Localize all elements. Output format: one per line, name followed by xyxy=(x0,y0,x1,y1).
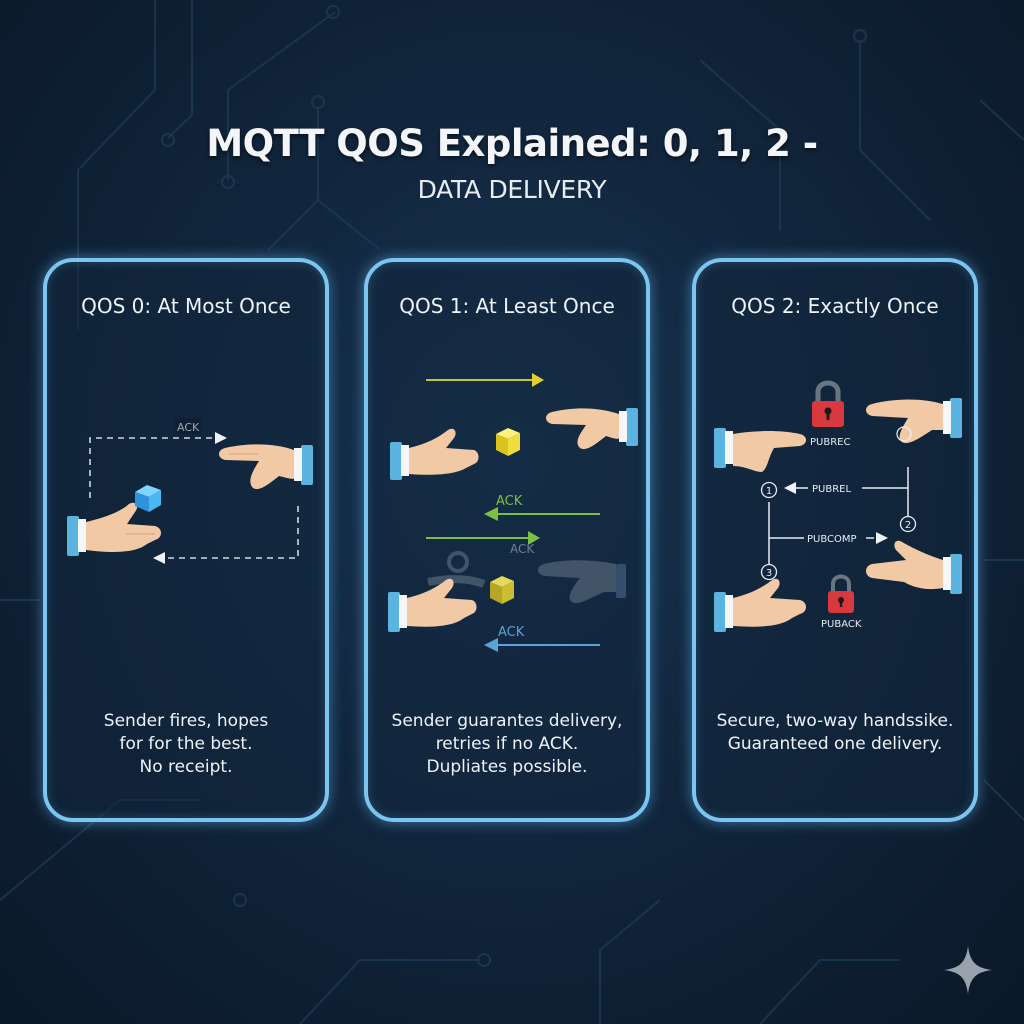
arrow-head-icon xyxy=(528,531,540,545)
arrow-head-icon xyxy=(876,532,888,544)
step-1-badge: 1 xyxy=(760,481,778,499)
svg-text:1: 1 xyxy=(766,486,772,497)
svg-text:2: 2 xyxy=(905,520,911,531)
qos0-description: Sender fires, hopes for for the best. No… xyxy=(103,711,269,777)
arrow-head-icon xyxy=(153,552,165,564)
sender-hand-icon xyxy=(714,428,806,472)
step-3-badge: 3 xyxy=(760,563,778,581)
ack-label-1: ACK xyxy=(496,494,523,509)
pubrec-label: PUBREC xyxy=(810,437,850,448)
qos2-description: Secure, two-way handssike. Guaranteed on… xyxy=(716,711,954,754)
receiver-hand-icon xyxy=(866,540,962,594)
receiver-hand-icon xyxy=(866,398,962,444)
arrow-head-icon xyxy=(784,482,796,494)
sender-hand-icon xyxy=(714,578,806,632)
sparkle-icon xyxy=(944,946,992,994)
arrow-head-icon xyxy=(532,373,544,387)
data-packet-icon xyxy=(496,428,520,456)
page-subtitle: DATA DELIVERY xyxy=(417,175,607,204)
arrow-head-icon xyxy=(215,432,227,444)
arrow-head-icon xyxy=(484,638,498,652)
qos0-diagram: ACK xyxy=(67,418,313,564)
pubrel-label: PUBREL xyxy=(812,484,851,495)
qos0-title: QOS 0: At Most Once xyxy=(81,294,291,318)
sender-hand-icon xyxy=(388,578,477,632)
qos1-description: Sender guarantes delivery, retries if no… xyxy=(391,711,623,777)
page-title: MQTT QOS Explained: 0, 1, 2 - xyxy=(206,122,818,165)
step-2-badge: 2 xyxy=(899,515,917,533)
puback-label: PUBACK xyxy=(821,619,862,630)
pubcomp-label: PUBCOMP xyxy=(807,534,857,545)
receiver-hand-icon xyxy=(546,408,638,450)
duplicate-packet-icon xyxy=(490,576,514,604)
data-packet-icon xyxy=(135,485,161,512)
qos2-title: QOS 2: Exactly Once xyxy=(731,294,939,318)
qos1-title: QOS 1: At Least Once xyxy=(399,294,615,318)
qos2-diagram: PUBREC PUBREL PUBCOMP 1 xyxy=(714,380,962,632)
ack-label-3: ACK xyxy=(498,625,525,640)
qos1-card: ACK ACK ACK QOS 1: At Least Once Se xyxy=(364,258,650,822)
lock-icon xyxy=(828,574,854,613)
ghost-hand-icon xyxy=(427,551,626,604)
qos1-diagram: ACK ACK ACK xyxy=(388,373,638,652)
sender-hand-icon xyxy=(390,428,479,480)
sender-hand-icon xyxy=(67,502,161,556)
qos0-card: ACK QOS 0: At Most Once Sender fires, ho… xyxy=(43,258,329,822)
ack-label-2: ACK xyxy=(510,542,535,556)
receiver-hand-icon xyxy=(219,444,313,490)
qos2-card: PUBREC PUBREL PUBCOMP 1 xyxy=(692,258,978,822)
ack-label: ACK xyxy=(177,421,200,434)
arrow-head-icon xyxy=(484,507,498,521)
svg-text:3: 3 xyxy=(766,568,772,579)
lock-icon xyxy=(812,380,844,427)
